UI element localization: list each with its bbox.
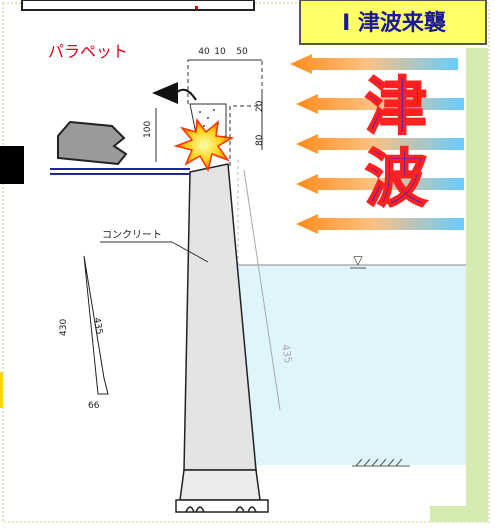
parapet-label: パラペット bbox=[48, 42, 128, 61]
tsunami-arrows bbox=[290, 54, 464, 234]
foundation-piles bbox=[185, 506, 257, 513]
water-level-symbol: ▽ bbox=[353, 253, 363, 267]
wall-slope-dim: 435 bbox=[279, 344, 293, 365]
tsunami-arrow-1 bbox=[290, 54, 458, 74]
top-box-mark bbox=[195, 6, 198, 9]
dim-80: 80 bbox=[255, 134, 265, 146]
tsunami-arrow-2 bbox=[296, 94, 464, 114]
section-title: Ⅰ 津波来襲 bbox=[342, 10, 447, 36]
right-strip bbox=[466, 48, 488, 522]
top-box bbox=[21, 0, 255, 11]
dim-50: 50 bbox=[236, 47, 248, 57]
dim-40: 40 bbox=[198, 47, 210, 57]
foundation-base bbox=[175, 499, 269, 513]
tsunami-char-2: 波 bbox=[365, 142, 427, 215]
concrete-leader-2 bbox=[171, 241, 209, 263]
title-box bbox=[299, 0, 487, 45]
pointer-arrow-head bbox=[152, 82, 178, 104]
dim-10: 10 bbox=[214, 47, 226, 57]
section-height-dim: 430 bbox=[59, 319, 69, 336]
dim-20: 20 bbox=[255, 100, 265, 112]
left-edge-accent bbox=[0, 372, 3, 408]
page-frame bbox=[2, 2, 490, 523]
left-black-block bbox=[0, 146, 24, 184]
impact-burst bbox=[173, 117, 235, 172]
wall-footing bbox=[179, 469, 261, 501]
concrete-label: コンクリート bbox=[102, 229, 162, 241]
bottom-strip bbox=[430, 506, 488, 522]
parapet-outline bbox=[187, 59, 263, 168]
parapet-debris bbox=[57, 120, 128, 166]
section-width-dim: 66 bbox=[88, 401, 100, 411]
section-slope-dim: 435 bbox=[91, 317, 104, 336]
slope-line bbox=[243, 169, 281, 411]
tsunami-arrow-3 bbox=[296, 134, 464, 154]
section-sketch bbox=[83, 255, 109, 395]
tsunami-arrow-5 bbox=[296, 214, 464, 234]
dim-100: 100 bbox=[143, 121, 153, 138]
tsunami-arrow-4 bbox=[296, 174, 464, 194]
pointer-arrow-tail bbox=[175, 88, 197, 101]
sea-water bbox=[232, 265, 466, 465]
tsunami-char-1: 津 bbox=[365, 70, 427, 143]
seabed-hatch bbox=[352, 458, 410, 467]
